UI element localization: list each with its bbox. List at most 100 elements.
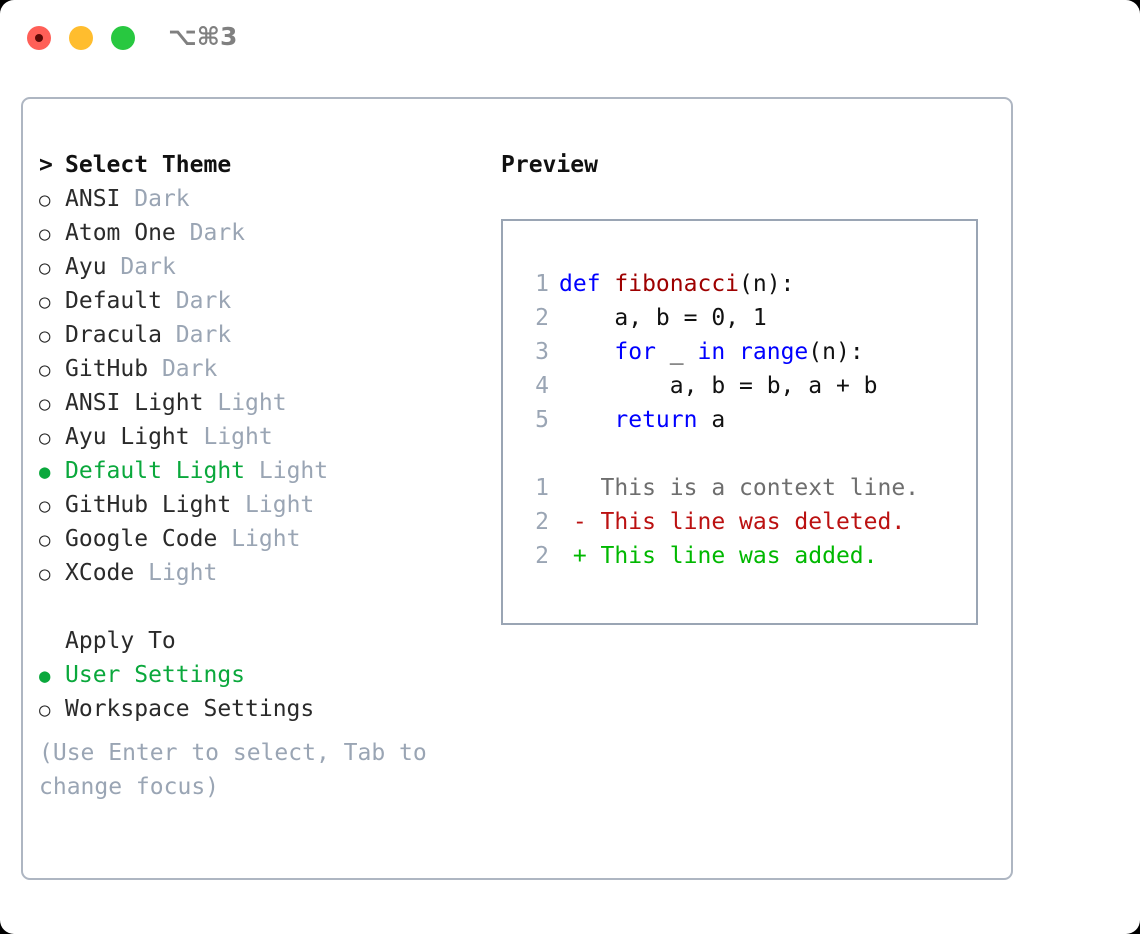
code-token-keyword: def — [559, 271, 615, 297]
theme-list-item[interactable]: ○Google Code Light — [39, 522, 499, 556]
code-token-keyword: return — [614, 407, 698, 433]
theme-list: ○ANSI Dark○Atom One Dark○Ayu Dark○Defaul… — [39, 182, 499, 590]
theme-list-item[interactable]: ○ ANSI Light Light — [39, 386, 499, 420]
radio-unselected-icon: ○ — [39, 189, 51, 211]
code-line-content: a, b = b, a + b — [559, 369, 878, 403]
theme-kind-label: Light — [245, 492, 315, 518]
theme-list-item[interactable]: ○ GitHub Dark — [39, 352, 499, 386]
minimize-button[interactable] — [69, 26, 93, 50]
theme-name: Dracula — [65, 322, 162, 348]
theme-name: GitHub — [65, 356, 149, 382]
diff-text: This is a context line. — [600, 475, 920, 501]
keyboard-shortcut-label: ⌥⌘3 — [168, 22, 238, 51]
code-token-plain: (n): — [808, 339, 864, 365]
apply-to-label: Workspace Settings — [65, 696, 315, 722]
theme-list-item[interactable]: ○ ANSI Dark — [39, 182, 499, 216]
code-token-keyword: for — [614, 339, 656, 365]
line-number: 2 — [535, 543, 549, 569]
code-line: 4 a, b = b, a + b — [517, 369, 878, 403]
theme-kind-label: Dark — [120, 254, 176, 280]
theme-kind-label: Light — [203, 424, 273, 450]
title-bar: ⌥⌘3 — [0, 0, 1140, 78]
theme-list-item[interactable]: ○Default Dark — [39, 284, 499, 318]
code-token-plain: a, b = b, a + b — [559, 373, 878, 399]
theme-kind-label: Light — [258, 458, 329, 484]
apply-to-item[interactable]: ○ Workspace Settings — [39, 692, 499, 726]
theme-kind-label: Dark — [134, 186, 190, 212]
theme-list-item[interactable]: ○Ayu Dark — [39, 250, 499, 284]
theme-list-item[interactable]: ○ XCode Light — [39, 556, 499, 590]
code-token-plain — [559, 339, 614, 365]
code-line: 2 a, b = 0, 1 — [517, 301, 878, 335]
radio-unselected-icon: ○ — [39, 325, 51, 347]
code-token-plain: (n): — [739, 271, 795, 297]
theme-name: Atom One — [65, 220, 176, 246]
radio-selected-icon: ● — [39, 665, 51, 687]
code-line: 3 for _ in range(n): — [517, 335, 878, 369]
theme-name: XCode — [65, 560, 135, 586]
radio-unselected-icon: ○ — [39, 359, 51, 381]
code-token-plain: a, b = 0, 1 — [559, 305, 767, 331]
apply-to-list: ● User Settings ○ Workspace Settings — [39, 658, 499, 726]
preview-title: Preview — [501, 152, 598, 178]
theme-name: Ayu Light — [65, 424, 190, 450]
radio-unselected-icon: ○ — [39, 291, 51, 313]
diff-line: 1 This is a context line. — [517, 471, 919, 505]
close-button[interactable] — [27, 26, 51, 50]
diff-sample: 1 This is a context line.2 - This line w… — [517, 471, 919, 573]
apply-to-label: User Settings — [65, 662, 246, 688]
code-line: 5 return a — [517, 403, 878, 437]
line-number: 4 — [535, 373, 549, 399]
theme-name: ANSI — [65, 186, 121, 212]
window-controls — [27, 26, 135, 50]
radio-unselected-icon: ○ — [39, 699, 51, 721]
theme-list-item[interactable]: ● Default Light Light — [39, 454, 499, 488]
diff-line: 2 + This line was added. — [517, 539, 919, 573]
code-token-plain — [559, 407, 614, 433]
theme-name: Default Light — [65, 458, 246, 484]
diff-sign: + — [559, 543, 601, 569]
line-number: 2 — [535, 509, 549, 535]
code-line-content: a, b = 0, 1 — [559, 301, 767, 335]
theme-name: ANSI Light — [65, 390, 204, 416]
theme-name: Ayu — [65, 254, 107, 280]
radio-unselected-icon: ○ — [39, 495, 51, 517]
code-line-content: for _ in range(n): — [559, 335, 864, 369]
theme-kind-label: Dark — [175, 322, 232, 348]
radio-unselected-icon: ○ — [39, 393, 51, 415]
theme-name: GitHub Light — [65, 492, 232, 518]
diff-line: 2 - This line was deleted. — [517, 505, 919, 539]
theme-kind-label: Light — [231, 526, 301, 552]
code-line-content: return a — [559, 403, 725, 437]
line-number: 1 — [535, 271, 549, 297]
radio-unselected-icon: ○ — [39, 563, 51, 585]
theme-list-item[interactable]: ○ Dracula Dark — [39, 318, 499, 352]
diff-text: This line was deleted. — [600, 509, 906, 535]
radio-unselected-icon: ○ — [39, 223, 51, 245]
radio-selected-icon: ● — [39, 461, 51, 483]
theme-list-item[interactable]: ○ Ayu Light Light — [39, 420, 499, 454]
theme-list-column: >Select Theme ○ANSI Dark○Atom One Dark○A… — [39, 148, 499, 804]
theme-kind-label: Dark — [161, 356, 218, 382]
maximize-button[interactable] — [111, 26, 135, 50]
theme-selector-panel: >Select Theme ○ANSI Dark○Atom One Dark○A… — [21, 97, 1013, 880]
apply-to-item[interactable]: ● User Settings — [39, 658, 499, 692]
code-token-plain: _ — [655, 339, 698, 365]
theme-kind-label: Dark — [189, 220, 246, 246]
code-token-keyword: range — [739, 339, 809, 365]
theme-list-item[interactable]: ○ GitHub Light Light — [39, 488, 499, 522]
code-line: 1 def fibonacci(n): — [517, 267, 878, 301]
help-text: (Use Enter to select, Tab to change focu… — [39, 740, 427, 800]
theme-kind-label: Light — [148, 560, 218, 586]
theme-list-item[interactable]: ○ Atom One Dark — [39, 216, 499, 250]
code-token-function: fibonacci — [614, 271, 740, 297]
theme-kind-label: Light — [217, 390, 287, 416]
code-token-keyword: in — [697, 339, 740, 365]
diff-text: This line was added. — [600, 543, 878, 569]
line-number: 2 — [535, 305, 549, 331]
radio-unselected-icon: ○ — [39, 427, 51, 449]
